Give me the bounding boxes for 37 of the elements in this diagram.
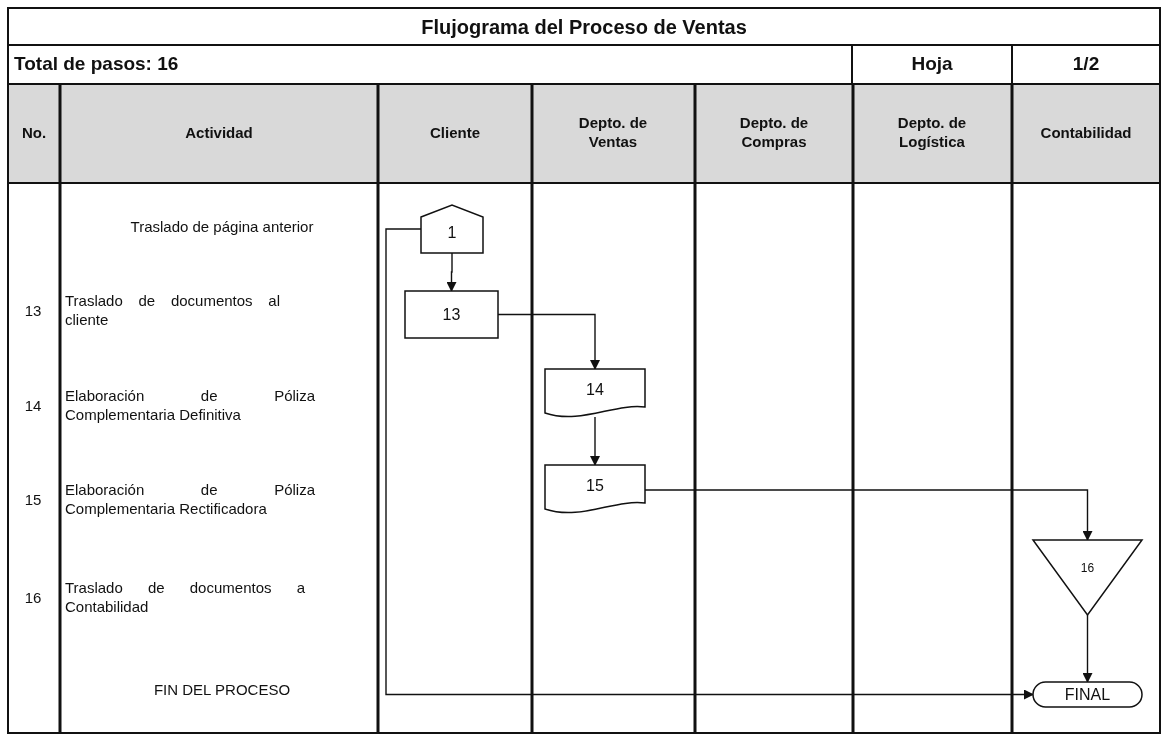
activity-text: Traslado de documentos a Contabilidad — [65, 579, 305, 617]
process-box — [405, 291, 498, 338]
activity-text: FIN DEL PROCESO — [153, 680, 291, 700]
step-number: 16 — [24, 588, 42, 608]
step-label: 13 — [442, 305, 461, 324]
page-number: 1/2 — [1072, 52, 1100, 76]
offpage-connector — [421, 205, 483, 253]
arrow — [385, 228, 1034, 700]
step-label: 16 — [1080, 560, 1095, 575]
step-number: 14 — [24, 396, 42, 416]
step-label: 1 — [447, 224, 457, 242]
column-header: Depto. de Logística — [896, 114, 968, 152]
step-number: 13 — [24, 301, 42, 321]
document-shape — [545, 369, 645, 419]
activity-text: Elaboración de Póliza Complementaria Definitiva — [65, 387, 315, 425]
activity-text: Elaboración de Póliza Complementaria Rectificadora — [65, 481, 315, 519]
arrow — [446, 252, 457, 292]
arrow — [1082, 614, 1093, 683]
column-header: No. — [21, 123, 47, 143]
archive-triangle — [1033, 540, 1142, 615]
column-header: Depto. de Compras — [738, 114, 810, 152]
step-number: 15 — [24, 490, 42, 510]
column-header: Cliente — [430, 123, 480, 143]
column-header: Depto. de Ventas — [577, 114, 649, 152]
terminator — [1033, 682, 1142, 707]
title: Flujograma del Proceso de Ventas — [421, 14, 747, 40]
arrow — [590, 416, 600, 466]
step-label: 15 — [586, 477, 604, 495]
table-header: Total de pasos: 16 — [14, 52, 179, 76]
table-header: Hoja — [911, 52, 953, 76]
step-label: 14 — [586, 381, 604, 399]
column-header: Contabilidad — [1040, 123, 1132, 143]
activity-text: Traslado de página anterior — [130, 217, 314, 237]
column-header: Actividad — [185, 123, 253, 143]
activity-text: Traslado de documentos al cliente — [65, 292, 280, 330]
document-shape — [545, 465, 645, 515]
step-label: FINAL — [1064, 685, 1111, 704]
